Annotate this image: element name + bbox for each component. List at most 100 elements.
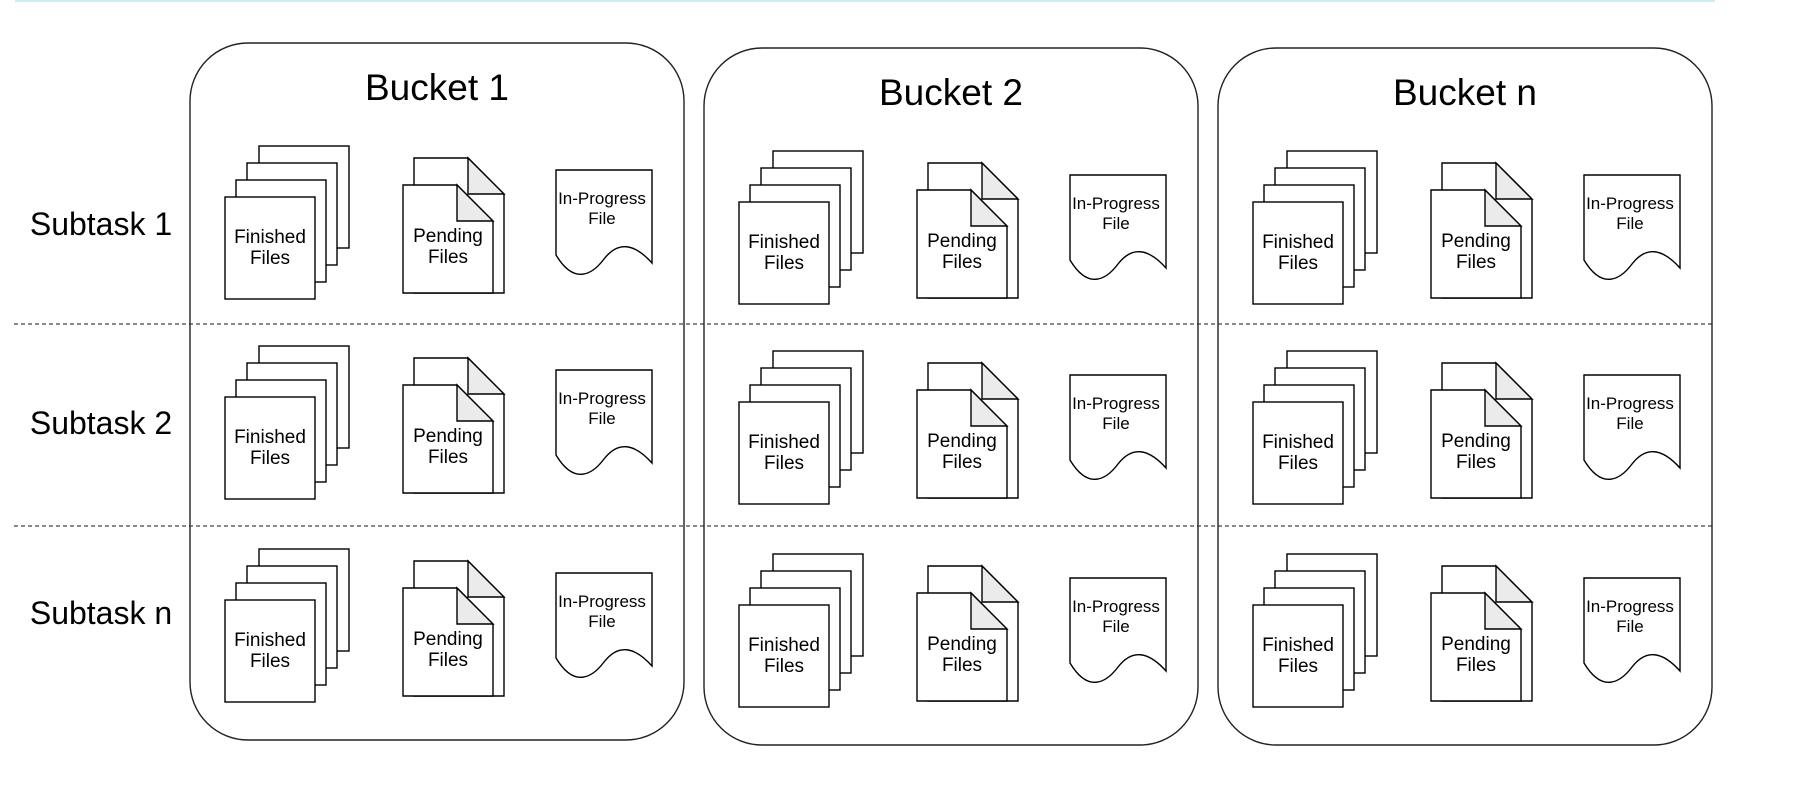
page-fold: [1495, 161, 1534, 200]
bucket-container: [189, 42, 685, 741]
bucket-title: Bucket n: [1393, 72, 1537, 113]
front-page: [224, 396, 316, 500]
pending-label-line1: Pending: [413, 629, 483, 650]
page-fold: [1495, 564, 1534, 603]
in-progress-label-line1: In-Progress: [1586, 194, 1674, 213]
pending-label-line2: Files: [1456, 655, 1496, 676]
finished-label-line1: Finished: [234, 227, 306, 248]
front-page: [224, 599, 316, 703]
pending-label-line1: Pending: [927, 431, 997, 452]
front-page: [738, 201, 830, 305]
finished-label-line1: Finished: [748, 232, 820, 253]
in-progress-label-line2: File: [1102, 414, 1129, 433]
page-fold: [467, 156, 506, 195]
pending-label-line2: Files: [428, 447, 468, 468]
finished-label-line1: Finished: [748, 635, 820, 656]
in-progress-page: [555, 369, 653, 475]
pending-label-line2: Files: [428, 247, 468, 268]
in-progress-page: [1583, 577, 1681, 683]
in-progress-label-line1: In-Progress: [558, 389, 646, 408]
in-progress-label-line2: File: [588, 209, 615, 228]
pending-label-line1: Pending: [927, 634, 997, 655]
bucket-container: [1217, 47, 1713, 746]
finished-label-line2: Files: [250, 248, 290, 269]
finished-label-line2: Files: [764, 253, 804, 274]
page-fold: [456, 183, 495, 222]
in-progress-page: [1069, 577, 1167, 683]
in-progress-page: [1069, 374, 1167, 480]
in-progress-label-line1: In-Progress: [1586, 394, 1674, 413]
pending-label-line2: Files: [942, 655, 982, 676]
finished-label-line2: Files: [764, 656, 804, 677]
finished-label-line1: Finished: [1262, 232, 1334, 253]
in-progress-page: [1583, 174, 1681, 280]
in-progress-label-line1: In-Progress: [558, 592, 646, 611]
top-edge-strip: [15, 0, 1715, 2]
in-progress-label-line2: File: [1616, 617, 1643, 636]
finished-label-line2: Files: [1278, 253, 1318, 274]
in-progress-page: [555, 572, 653, 678]
page-fold: [970, 591, 1009, 630]
in-progress-label-line2: File: [1616, 214, 1643, 233]
finished-label-line2: Files: [1278, 453, 1318, 474]
subtask-label: Subtask 2: [30, 405, 172, 441]
finished-label-line1: Finished: [234, 427, 306, 448]
subtask-label: Subtask 1: [30, 206, 172, 242]
in-progress-label-line2: File: [588, 612, 615, 631]
finished-label-line1: Finished: [234, 630, 306, 651]
page-fold: [981, 361, 1020, 400]
front-page: [738, 401, 830, 505]
finished-label-line1: Finished: [748, 432, 820, 453]
finished-label-line1: Finished: [1262, 635, 1334, 656]
front-page: [224, 196, 316, 300]
page-fold: [456, 383, 495, 422]
in-progress-label-line1: In-Progress: [1072, 394, 1160, 413]
front-page: [1252, 401, 1344, 505]
subtask-label: Subtask n: [30, 595, 172, 631]
in-progress-label-line1: In-Progress: [558, 189, 646, 208]
bucket-container: [703, 47, 1199, 746]
finished-label-line2: Files: [250, 448, 290, 469]
pending-label-line1: Pending: [1441, 634, 1511, 655]
in-progress-label-line2: File: [588, 409, 615, 428]
page-fold: [981, 564, 1020, 603]
page-fold: [1484, 388, 1523, 427]
pending-label-line2: Files: [942, 252, 982, 273]
page-fold: [1484, 188, 1523, 227]
pending-label-line1: Pending: [927, 231, 997, 252]
in-progress-label-line1: In-Progress: [1586, 597, 1674, 616]
in-progress-label-line2: File: [1102, 617, 1129, 636]
bucket-3: Bucket n: [1217, 47, 1713, 746]
in-progress-page: [1069, 174, 1167, 280]
front-page: [1252, 604, 1344, 708]
